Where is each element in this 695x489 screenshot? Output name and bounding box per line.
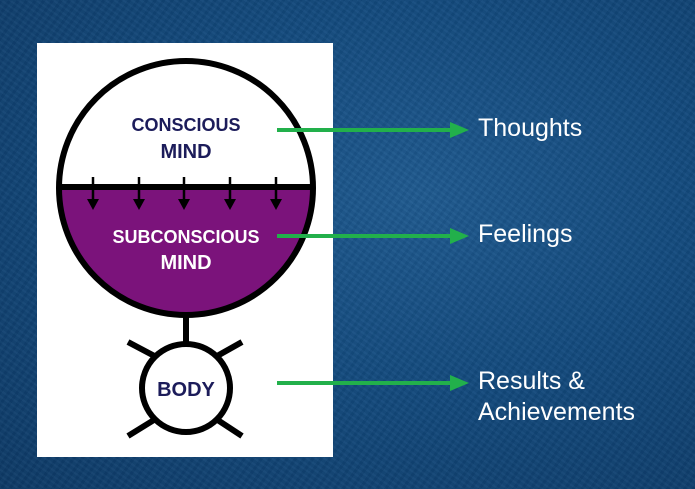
results-label: Results & Achievements <box>478 366 635 428</box>
results-label-line1: Results & <box>478 366 635 397</box>
thoughts-label: Thoughts <box>478 113 582 144</box>
subconscious-label-line1: SUBCONSCIOUS <box>112 227 259 247</box>
results-label-line2: Achievements <box>478 397 635 428</box>
feelings-label: Feelings <box>478 219 573 250</box>
results-arrow <box>277 375 469 391</box>
conscious-label-line2: MIND <box>160 141 211 163</box>
subconscious-label-line2: MIND <box>160 252 211 274</box>
conscious-label-line1: CONSCIOUS <box>131 115 240 135</box>
body-label: BODY <box>157 379 215 401</box>
thoughts-arrow <box>277 122 469 138</box>
